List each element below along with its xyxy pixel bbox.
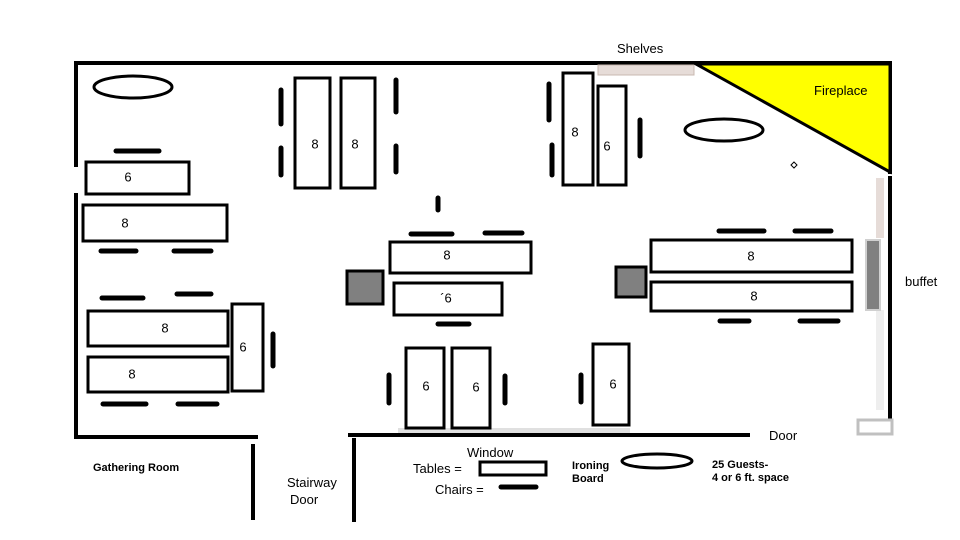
door-trim	[856, 418, 894, 436]
ironing-board-label-line1: Ironing	[572, 460, 610, 472]
window	[398, 428, 630, 433]
table-seat-count: 8	[750, 288, 757, 303]
table	[84, 160, 191, 196]
table-seat-count: 8	[571, 124, 578, 139]
ironing-board-2	[683, 117, 765, 143]
chairs	[98, 77, 841, 490]
window-label: Window	[467, 445, 514, 460]
marker-dot	[790, 161, 798, 169]
table-seat-count: 8	[121, 215, 128, 230]
table	[561, 71, 595, 187]
guests-label-line2: 4 or 6 ft. space	[712, 472, 790, 484]
table-seat-count: 6	[239, 339, 246, 354]
pillar-right	[614, 265, 648, 299]
pillar-left	[345, 269, 385, 306]
table-seat-count: 6	[422, 378, 429, 393]
table	[81, 203, 229, 243]
buffet-label: buffet	[905, 274, 938, 289]
buffet	[865, 239, 881, 311]
legend-ironing-board-oval	[620, 452, 694, 470]
table	[293, 76, 332, 190]
table-seat-count: 6	[472, 379, 479, 394]
table	[388, 240, 533, 275]
legend-table-symbol	[478, 460, 548, 477]
legend-tables-label: Tables =	[413, 461, 462, 476]
table-seat-count: 8	[351, 136, 358, 151]
fireplace	[690, 62, 892, 175]
ironing-board-1	[92, 74, 174, 100]
wall-trim-right-lower	[876, 310, 884, 410]
gathering-room-label: Gathering Room	[93, 462, 180, 474]
table-seat-count: 8	[747, 248, 754, 263]
table-seat-count: ´6	[440, 290, 452, 305]
table	[86, 309, 230, 348]
table-seat-count: 8	[161, 320, 168, 335]
table	[86, 355, 230, 394]
table	[649, 238, 854, 274]
table-seat-count: 8	[443, 247, 450, 262]
guests-label-line1: 25 Guests-	[712, 459, 769, 471]
table-seat-count: 8	[311, 136, 318, 151]
ironing-board-label-line2: Board	[572, 473, 604, 485]
table	[392, 281, 504, 317]
legend-chairs-label: Chairs =	[435, 482, 484, 497]
table	[404, 346, 446, 430]
fireplace-label: Fireplace	[814, 83, 868, 98]
table-seat-count: 6	[124, 169, 131, 184]
table	[591, 342, 631, 427]
table-seat-count: 6	[603, 138, 610, 153]
stairway-door-label-line2: Door	[290, 492, 319, 507]
door-label: Door	[769, 428, 798, 443]
table	[450, 346, 492, 430]
table	[649, 280, 854, 313]
table-seat-count: 6	[609, 376, 616, 391]
stairway-door-label-line1: Stairway	[287, 475, 337, 490]
shelves	[597, 64, 695, 76]
table	[230, 302, 265, 393]
table	[596, 84, 628, 187]
shelves-label: Shelves	[617, 41, 664, 56]
table	[339, 76, 377, 190]
wall-trim-right	[876, 178, 884, 238]
table-seat-count: 8	[128, 366, 135, 381]
